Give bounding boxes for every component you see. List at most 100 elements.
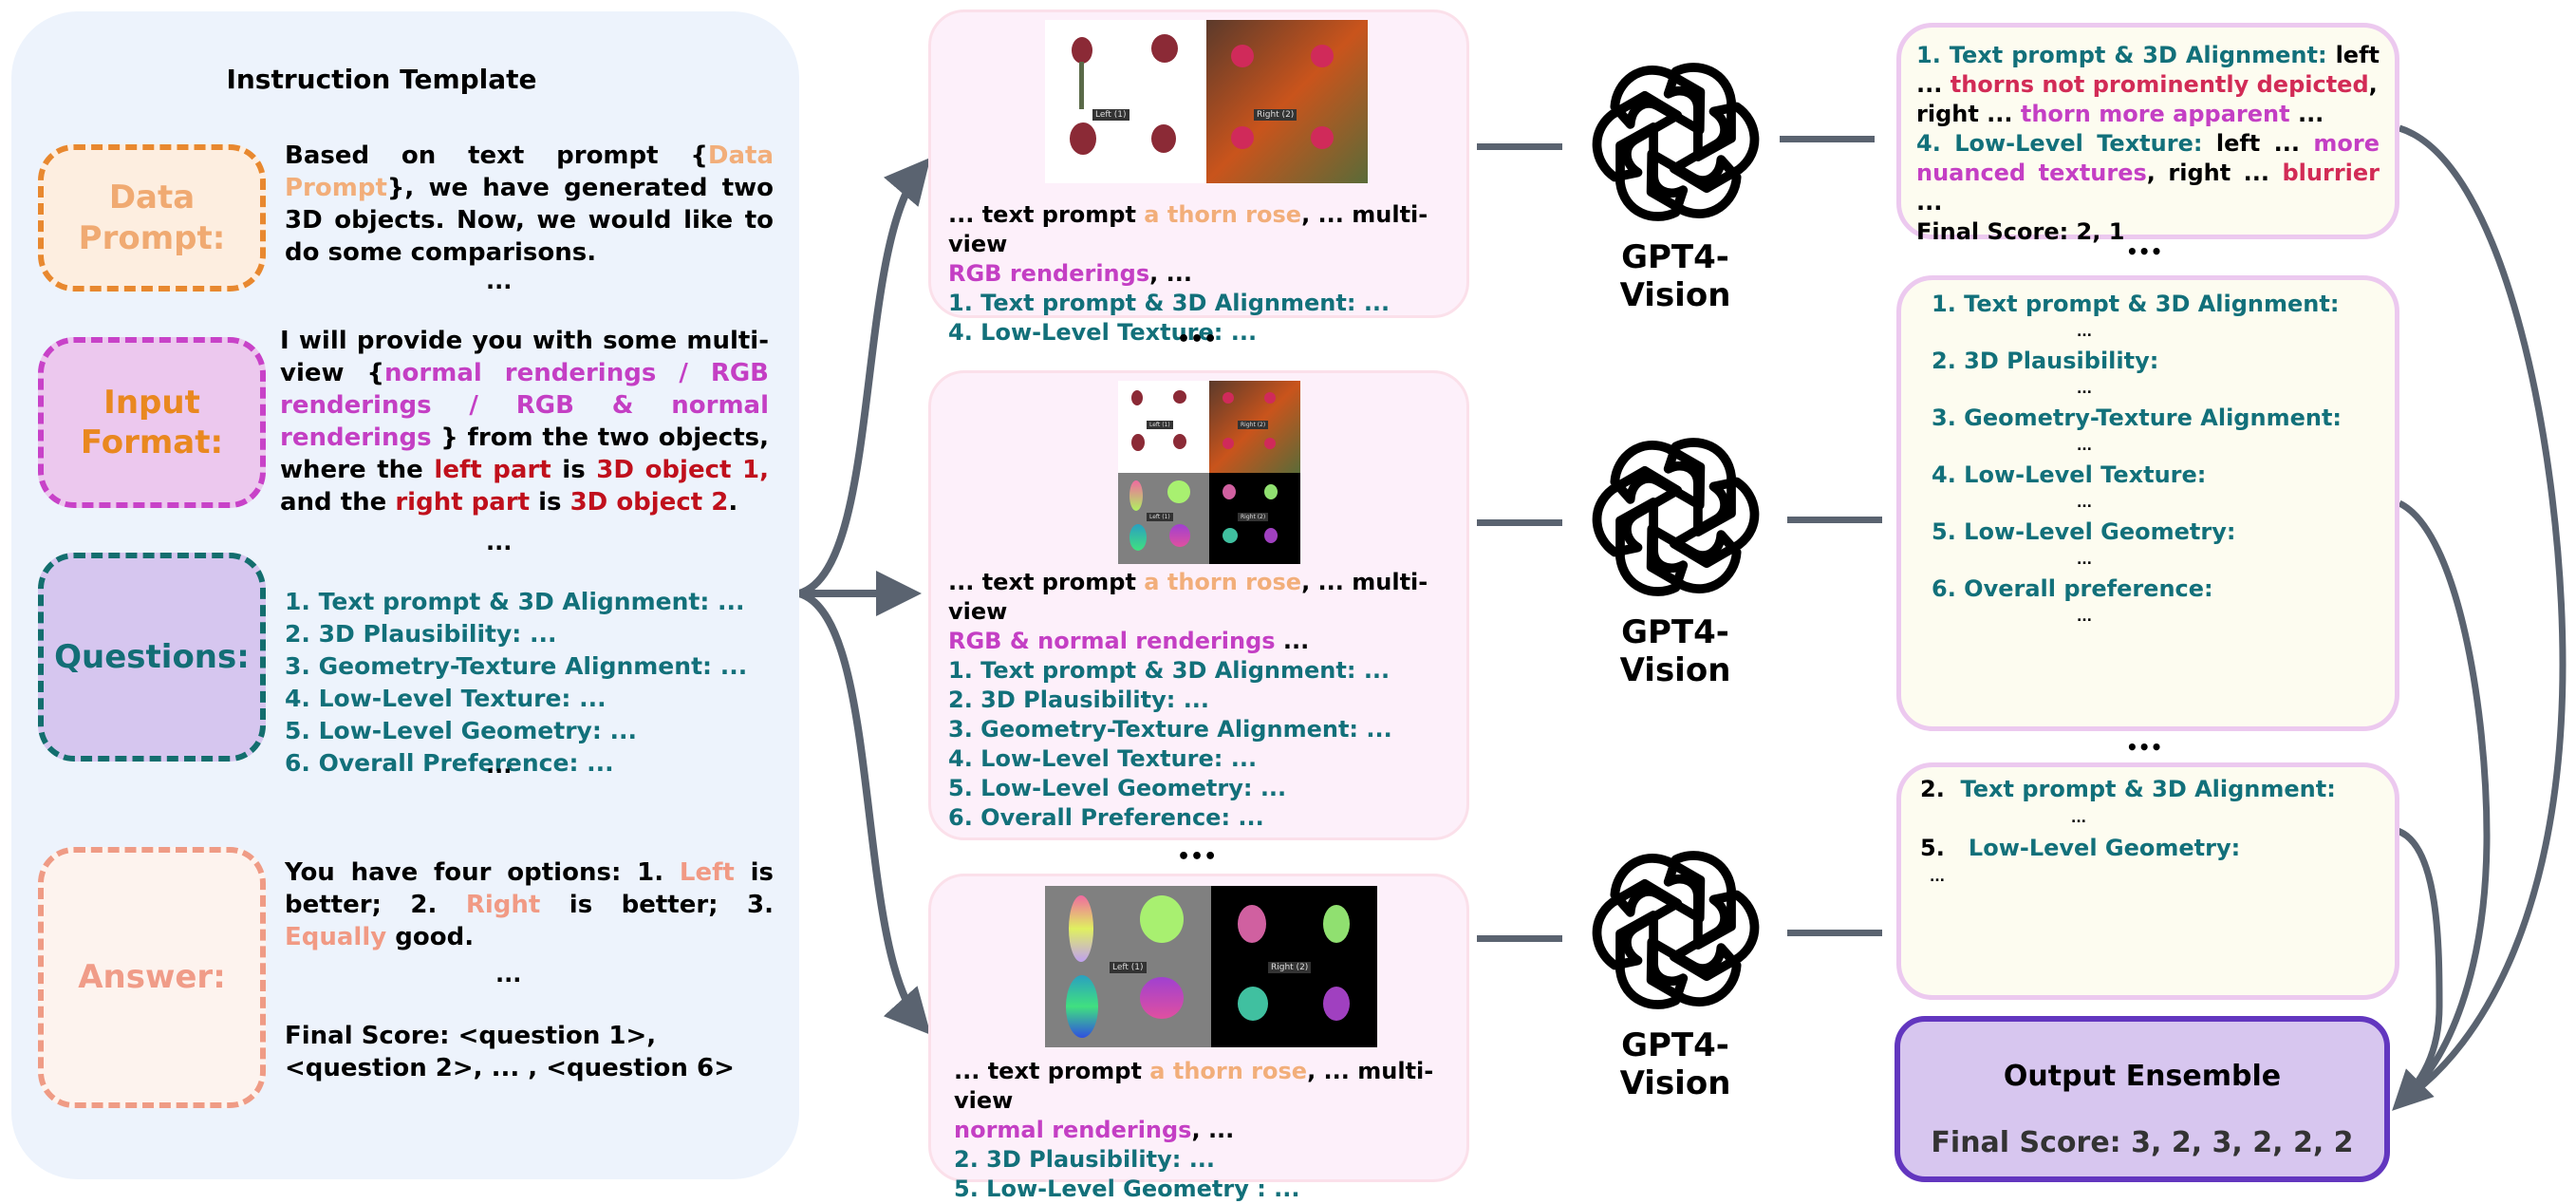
text-span: ... text prompt — [948, 201, 1145, 228]
question-item: 5. Low-Level Geometry: ... — [948, 775, 1287, 801]
prompt-card-normal: Left (1) Right (2) ... text prompt a tho… — [928, 874, 1469, 1202]
render-type-highlight: normal renderings — [954, 1117, 1192, 1143]
text-span: You have four options: 1. — [285, 858, 680, 887]
ellipsis: ... — [2077, 325, 2092, 340]
ellipsis: ... — [2077, 496, 2092, 511]
render-right-normal: Right (2) — [1209, 472, 1300, 564]
render-left-rgb: Left (1) — [1045, 20, 1206, 183]
render-right-normal: Right (2) — [1211, 886, 1377, 1047]
answer-options-text: You have four options: 1. Left is better… — [285, 856, 774, 953]
option-equally: Equally — [285, 923, 387, 951]
separator-dots: ••• — [1177, 845, 1218, 869]
prompt-text: ... text prompt a thorn rose, ... multi-… — [948, 568, 1449, 833]
prompt-card-rgb-normal: Left (1) Right (2) Left (1) Right (2) ..… — [928, 370, 1469, 840]
text-prompt-highlight: a thorn rose — [1149, 1058, 1308, 1084]
left-part-highlight: left part — [434, 456, 551, 484]
openai-logo-icon — [1583, 595, 1768, 613]
question-label: 4. Low-Level Texture: — [1916, 130, 2203, 157]
question-label: Low-Level Geometry: — [1968, 835, 2241, 861]
question-label: 3. Geometry-Texture Alignment: — [1932, 404, 2343, 431]
line-card1-gpt — [1477, 143, 1562, 150]
tag-answer: Answer: — [38, 847, 266, 1108]
text-span: , — [2368, 71, 2378, 98]
left-note: more nuanced textures — [1916, 130, 2380, 186]
question-label: 1. Text prompt & 3D Alignment: — [1916, 42, 2327, 68]
image-label: Left (1) — [1092, 109, 1129, 121]
right-note: thorn more apparent — [2020, 101, 2290, 127]
question-label: 1. Text prompt & 3D Alignment: — [1932, 291, 2340, 317]
openai-logo-icon — [1583, 1008, 1768, 1026]
image-label: Left (1) — [1147, 512, 1173, 521]
image-label: Right (2) — [1238, 421, 1269, 429]
text-span: } from the two objects, where the — [280, 423, 769, 484]
question-label: 2. 3D Plausibility: — [1932, 348, 2159, 374]
response-card-1: 1. Text prompt & 3D Alignment: left ... … — [1896, 23, 2399, 245]
render-left-normal: Left (1) — [1118, 472, 1209, 564]
ellipsis: ... — [486, 752, 513, 779]
text-span: right ... — [1916, 101, 2021, 127]
right-part-highlight: right part — [395, 488, 531, 517]
response-line: 2. Text prompt & 3D Alignment: — [1920, 775, 2380, 804]
ellipsis: ... — [2077, 439, 2092, 454]
text-span: good. — [386, 923, 475, 951]
image-label: Right (2) — [1268, 962, 1312, 973]
text-span: is better; 2. — [285, 858, 774, 919]
response-card-2: 1. Text prompt & 3D Alignment: ... 2. 3D… — [1896, 275, 2399, 731]
ellipsis: ... — [486, 268, 513, 294]
gpt4-vision-model-2: GPT4-Vision — [1576, 424, 1775, 689]
text-span: , ... multi-view — [948, 201, 1428, 257]
curve-r2-ensemble — [2398, 499, 2491, 1104]
response-text: 2. Text prompt & 3D Alignment: ... 5. Lo… — [1920, 775, 2380, 893]
question-item: 6. Overall Preference: ... — [948, 804, 1264, 831]
text-span: and the — [280, 488, 396, 517]
question-label: Text prompt & 3D Alignment: — [1960, 776, 2336, 802]
input-format-text: I will provide you with some multi-view … — [280, 325, 769, 518]
text-span: ... — [1916, 189, 1943, 216]
text-span: , ... — [1191, 1117, 1235, 1143]
question-label: 5. Low-Level Geometry: — [1932, 518, 2236, 545]
question-item: 4. Low-Level Texture: ... — [948, 745, 1258, 772]
question-label: 4. Low-Level Texture: — [1932, 461, 2207, 488]
ellipsis: ... — [1930, 870, 1945, 885]
questions-list: 1. Text prompt & 3D Alignment: ... 2. 3D… — [285, 586, 774, 780]
text-span: left ... — [2202, 130, 2314, 157]
ellipsis: ... — [486, 529, 513, 555]
right-note: blurrier — [2282, 160, 2380, 186]
ensemble-title: Output Ensemble — [2003, 1060, 2282, 1093]
text-span: ... text prompt — [954, 1058, 1150, 1084]
question-item: 4. Low-Level Texture: ... — [948, 319, 1258, 346]
render-type-highlight: RGB & normal renderings — [948, 628, 1276, 654]
render-types-highlight: normal renderings / RGB renderings / RGB… — [280, 359, 769, 452]
question-item: 1. Text prompt & 3D Alignment: ... — [948, 657, 1391, 684]
response-text: 1. Text prompt & 3D Alignment: ... 2. 3D… — [1932, 290, 2380, 631]
ellipsis: ... — [2077, 382, 2092, 397]
ensemble-final-score: Final Score: 3, 2, 3, 2, 2, 2 — [1931, 1126, 2354, 1159]
normal-renderings-image: Left (1) Right (2) — [1045, 886, 1377, 1047]
image-label: Right (2) — [1254, 109, 1297, 121]
curve-r1-ensemble — [2398, 124, 2567, 1104]
final-score: Final Score: 2, 1 — [1916, 218, 2125, 245]
question-item: 1. Text prompt & 3D Alignment: ... — [948, 290, 1391, 316]
model-label: GPT4-Vision — [1619, 1026, 1731, 1102]
separator-dots: ••• — [2126, 736, 2163, 759]
option-left: Left — [679, 858, 735, 887]
model-label: GPT4-Vision — [1619, 238, 1731, 314]
question-item: 3. Geometry-Texture Alignment: ... — [285, 652, 748, 680]
gpt4-vision-model-1: GPT4-Vision — [1576, 49, 1775, 314]
prompt-text: ... text prompt a thorn rose, ... multi-… — [954, 1057, 1449, 1204]
arrow-to-normal-card — [797, 590, 931, 1035]
curve-r3-ensemble — [2392, 827, 2443, 1111]
question-label: 6. Overall preference: — [1932, 575, 2213, 602]
text-span: left ... — [1916, 42, 2380, 98]
tag-data-prompt: Data Prompt: — [38, 144, 266, 292]
text-span: is — [530, 488, 570, 517]
text-span: }, we have generated two 3D objects. Now… — [285, 174, 774, 267]
line-card3-gpt — [1477, 935, 1562, 942]
arrow-to-rgb-card — [797, 157, 931, 597]
question-item: 5. Low-Level Geometry: ... — [285, 717, 638, 744]
question-item: 2. 3D Plausibility: ... — [954, 1146, 1216, 1173]
ellipsis: ... — [2077, 553, 2092, 568]
template-title: Instruction Template — [226, 64, 537, 95]
data-prompt-text: Based on text prompt {Data Prompt}, we h… — [285, 140, 774, 269]
image-label: Left (1) — [1110, 962, 1147, 973]
